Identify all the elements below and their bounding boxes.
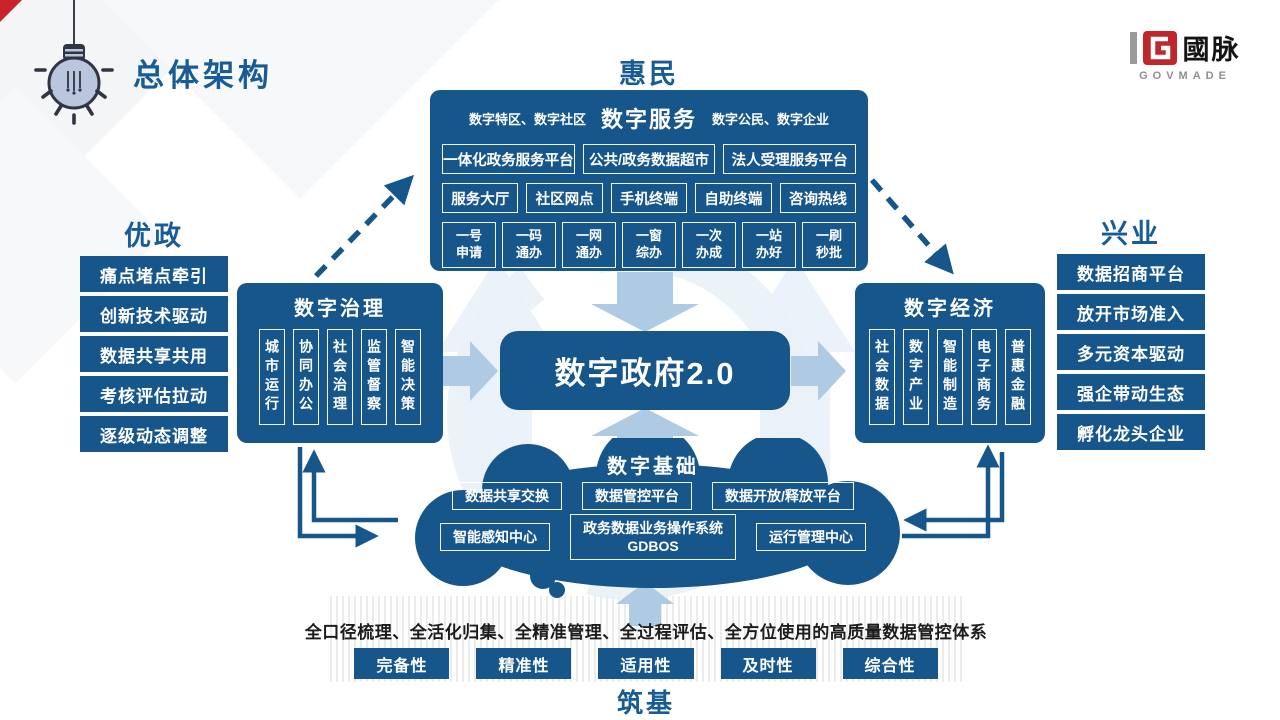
- right-arrow-left-side: [443, 341, 498, 401]
- governance-column: 城市运行: [259, 329, 285, 425]
- logo-mark-icon: [1142, 30, 1177, 65]
- youzheng-item: 逐级动态调整: [80, 416, 228, 452]
- dashed-arrow-governance-to-service: [314, 174, 414, 278]
- corner-accent-triangle: [0, 0, 22, 22]
- logo-name: 國脉: [1182, 35, 1241, 65]
- down-arrow: [591, 272, 699, 332]
- economy-title: 数字经济: [904, 298, 996, 320]
- heading-youzheng: 优政: [124, 221, 184, 251]
- service-mode-item: 一号 申请: [442, 222, 496, 268]
- economy-column: 普惠金融: [1005, 329, 1031, 425]
- brand-logo: 國脉 GOVMADE: [1120, 28, 1250, 82]
- heading-xingye: 兴业: [1101, 219, 1161, 249]
- xingye-item: 数据招商平台: [1057, 254, 1205, 290]
- service-mode-item: 一刷 秒批: [802, 222, 856, 268]
- service-platform-item: 一体化政务服务平台: [442, 144, 575, 174]
- lightbulb-icon: [34, 0, 114, 125]
- service-title: 数字服务: [600, 107, 697, 132]
- foundation-title: 数字基础: [607, 456, 699, 478]
- service-channel-item: 服务大厅: [442, 183, 519, 213]
- heading-huimin: 惠民: [619, 59, 679, 89]
- governance-title: 数字治理: [294, 298, 386, 320]
- arrow-foundation-to-economy: [902, 444, 1000, 539]
- digital-government-core: 数字政府2.0: [500, 331, 790, 410]
- foundation-item: 数据管控平台: [582, 482, 693, 511]
- economy-column: 电子商务: [971, 329, 997, 425]
- quality-statement: 全口径梳理、全活化归集、全精准管理、全过程评估、全方位使用的高质量数据管控体系: [304, 623, 988, 642]
- quality-badge: 精准性: [476, 648, 572, 679]
- youzheng-item: 考核评估拉动: [80, 376, 228, 412]
- xingye-item: 孵化龙头企业: [1057, 414, 1205, 450]
- quality-badges: 完备性 精准性 适用性 及时性 综合性: [330, 648, 962, 679]
- quality-badge: 适用性: [598, 648, 694, 679]
- service-platform-item: 法人受理服务平台: [723, 144, 857, 174]
- xingye-list: 数据招商平台 放开市场准入 多元资本驱动 强企带动生态 孵化龙头企业: [1057, 254, 1205, 454]
- quality-badge: 综合性: [842, 648, 938, 679]
- governance-column: 协同办公: [293, 329, 319, 425]
- governance-column: 社会治理: [327, 329, 353, 425]
- service-platform-item: 公共/政务数据超市: [582, 144, 716, 174]
- digital-service-panel: 数字特区、数字社区 数字服务 数字公民、数字企业 一体化政务服务平台 公共/政务…: [430, 90, 868, 271]
- bottom-up-arrow: [616, 582, 674, 626]
- foundation-item: 数据开放/释放平台: [712, 482, 854, 511]
- youzheng-item: 痛点堵点牵引: [80, 256, 228, 292]
- quality-badge: 及时性: [720, 648, 816, 679]
- page-title: 总体架构: [133, 58, 273, 93]
- service-mode-item: 一窗 综办: [622, 222, 676, 268]
- arrow-economy-to-foundation: [903, 452, 1005, 532]
- service-tag-right: 数字公民、数字企业: [712, 111, 830, 127]
- governance-column: 智能决策: [395, 329, 421, 425]
- foundation-item: 政务数据业务操作系统 GDBOS: [570, 514, 736, 561]
- service-tag-left: 数字特区、数字社区: [468, 111, 586, 127]
- foundation-item: 数据共享交换: [452, 482, 563, 511]
- youzheng-item: 数据共享共用: [80, 336, 228, 372]
- youzheng-item: 创新技术驱动: [80, 296, 228, 332]
- service-mode-item: 一站 办好: [742, 222, 796, 268]
- service-mode-item: 一码 通办: [502, 222, 556, 268]
- service-mode-item: 一网 通办: [562, 222, 616, 268]
- dashed-arrow-service-to-economy: [869, 178, 954, 275]
- right-arrow-right-side: [791, 341, 846, 401]
- economy-column: 社会数据: [869, 329, 895, 425]
- xingye-item: 放开市场准入: [1057, 294, 1205, 330]
- arrow-governance-to-foundation: [297, 447, 379, 548]
- digital-governance-panel: 数字治理 城市运行 协同办公 社会治理 监管督察 智能决策: [237, 283, 443, 443]
- youzheng-list: 痛点堵点牵引 创新技术驱动 数据共享共用 考核评估拉动 逐级动态调整: [80, 256, 228, 456]
- service-mode-item: 一次 办成: [682, 222, 736, 268]
- foundation-item: 运行管理中心: [756, 523, 866, 552]
- heading-zhuji: 筑基: [616, 688, 675, 718]
- logo-bar: [1129, 31, 1137, 64]
- foundation-item: 智能感知中心: [440, 523, 550, 552]
- foundation-row1: 数据共享交换 数据管控平台 数据开放/释放平台: [393, 482, 913, 511]
- governance-column: 监管督察: [361, 329, 387, 425]
- xingye-item: 多元资本驱动: [1057, 334, 1205, 370]
- xingye-item: 强企带动生态: [1057, 374, 1205, 410]
- foundation-row2: 智能感知中心 政务数据业务操作系统 GDBOS 运行管理中心: [393, 514, 913, 561]
- economy-column: 智能制造: [937, 329, 963, 425]
- service-channel-item: 手机终端: [610, 183, 688, 213]
- service-channel-item: 咨询热线: [779, 183, 857, 213]
- service-channel-item: 社区网点: [526, 183, 603, 213]
- logo-caption: GOVMADE: [1139, 70, 1231, 82]
- quality-badge: 完备性: [354, 648, 450, 679]
- service-channel-item: 自助终端: [695, 183, 772, 213]
- economy-column: 数字产业: [903, 329, 929, 425]
- arrow-foundation-to-governance: [302, 449, 398, 523]
- digital-economy-panel: 数字经济 社会数据 数字产业 智能制造 电子商务 普惠金融: [855, 283, 1045, 443]
